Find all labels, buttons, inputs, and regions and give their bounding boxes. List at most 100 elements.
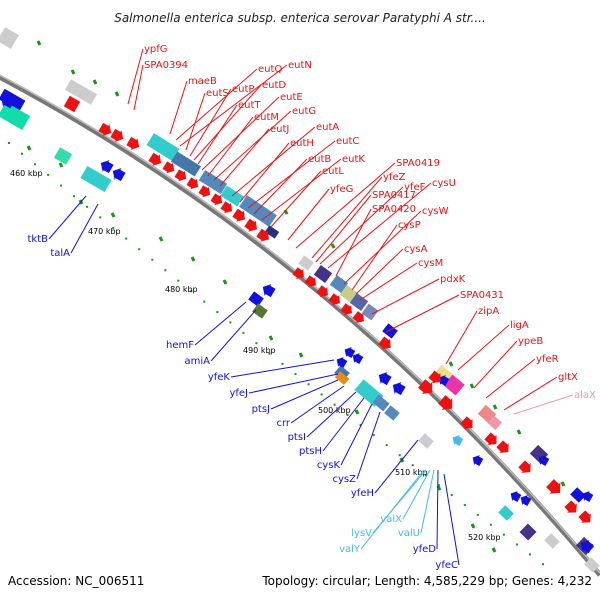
gene-label[interactable]: eutA [316, 122, 339, 133]
gene-arrows [0, 93, 594, 554]
gene-label[interactable]: ptsH [299, 446, 322, 457]
leader-line [210, 309, 257, 362]
gene-arrow [452, 435, 464, 446]
gene-label[interactable]: cysP [398, 220, 421, 231]
gene-label[interactable]: tktB [28, 234, 49, 245]
gene-label[interactable]: pdxK [440, 274, 466, 285]
gene-arrow [520, 495, 532, 506]
gene-label[interactable]: eutL [322, 166, 344, 177]
gene-arrow [110, 128, 124, 142]
ruler-dot [8, 142, 10, 144]
gene-label[interactable]: valY [339, 544, 361, 555]
gene-label[interactable]: gltX [558, 372, 578, 383]
gene-label[interactable]: yfeJ [229, 388, 248, 399]
feature-box [382, 323, 398, 339]
gene-label[interactable]: eutM [254, 112, 279, 123]
leader-line [343, 210, 422, 285]
gene-arrow [232, 208, 245, 222]
leader-line [270, 379, 339, 410]
gene-label[interactable]: eutN [288, 60, 312, 71]
leader-line [133, 64, 144, 111]
gene-label[interactable]: cysK [317, 460, 341, 471]
gene-label[interactable]: yfeC [435, 560, 458, 571]
gene-arrow [262, 284, 276, 298]
tick-label: 470 kbp [88, 227, 121, 236]
gene-label[interactable]: cysM [418, 258, 443, 269]
gene-label[interactable]: cysA [404, 244, 428, 255]
gene-label[interactable]: ypfG [144, 44, 168, 55]
gene-label[interactable]: yfeZ [383, 172, 406, 183]
accession-label: Accession: NC_006511 [8, 574, 144, 588]
gene-label[interactable]: hemF [166, 340, 194, 351]
gene-label[interactable]: eutH [290, 138, 314, 149]
gene-label[interactable]: eutS [206, 88, 229, 99]
ruler-dot [359, 424, 362, 426]
gene-label[interactable]: cysU [432, 178, 456, 189]
gene-label[interactable]: maeB [188, 76, 217, 87]
leader-line [485, 358, 536, 399]
gene-label[interactable]: crr [276, 418, 290, 429]
ruler-dot [294, 373, 297, 376]
gene-label[interactable]: lysV [351, 528, 372, 539]
gene-label[interactable]: eutT [238, 100, 261, 111]
gene-label[interactable]: eutG [292, 106, 316, 117]
feature-box [53, 147, 73, 165]
gene-label[interactable]: yfeR [536, 354, 559, 365]
gene-label[interactable]: SPA0420 [372, 204, 416, 215]
gene-arrow [186, 177, 199, 190]
gene-label[interactable]: eutP [232, 84, 254, 95]
feature-box [146, 133, 180, 161]
ruler-dots [8, 142, 544, 566]
gene-arrow [344, 347, 356, 358]
gene-label[interactable]: valX [380, 514, 402, 525]
gene-label[interactable]: eutQ [258, 64, 282, 75]
ruler-dot [112, 227, 115, 229]
feature-box [329, 275, 349, 293]
gene-label[interactable]: zipA [478, 306, 499, 317]
leader-line [315, 194, 372, 263]
leader-line [219, 128, 270, 187]
leader-line [420, 469, 435, 534]
gene-arrow [220, 201, 233, 214]
gene-label[interactable]: eutD [262, 80, 286, 91]
gene-arrow [582, 491, 594, 502]
gene-label[interactable]: valU [398, 528, 420, 539]
gene-label[interactable]: talA [50, 248, 70, 259]
feature-box [361, 303, 379, 321]
feature-box [313, 265, 333, 283]
gene-label[interactable]: SPA0419 [396, 158, 440, 169]
gene-label[interactable]: ptsJ [252, 404, 270, 415]
gene-label[interactable]: eutK [342, 154, 365, 165]
feature-box [252, 303, 268, 319]
leader-line [436, 469, 439, 550]
feature-box [519, 523, 537, 541]
gene-label[interactable]: yfeG [330, 184, 353, 195]
gene-label[interactable]: cysZ [333, 474, 357, 485]
gene-label[interactable]: yfeF [404, 182, 426, 193]
ruler-dot [203, 300, 206, 303]
gene-arrow [174, 169, 187, 182]
gene-label[interactable]: alaX [574, 390, 596, 401]
gene-label[interactable]: SPA0417 [372, 190, 416, 201]
gene-label[interactable]: yfeK [208, 372, 231, 383]
leader-line [287, 188, 330, 241]
gene-label[interactable]: ligA [510, 320, 529, 331]
gene-label[interactable]: eutJ [270, 124, 289, 135]
gene-label[interactable]: SPA0394 [144, 60, 188, 71]
gene-label[interactable]: yfeD [413, 544, 437, 555]
leader-line [356, 411, 381, 480]
gene-label[interactable]: yfeH [351, 488, 374, 499]
gene-label[interactable]: amiA [185, 356, 211, 367]
gene-arrow [244, 218, 257, 232]
gene-label[interactable]: eutB [308, 154, 331, 165]
tick-label: 510 kbp [395, 468, 428, 477]
gene-label[interactable]: cysW [422, 206, 449, 217]
gene-label[interactable]: ypeB [518, 336, 543, 347]
ruler-dot [99, 216, 102, 219]
gene-label[interactable]: eutE [280, 92, 303, 103]
gene-label[interactable]: eutC [336, 136, 359, 147]
gene-arrow [428, 370, 441, 384]
gene-label[interactable]: SPA0431 [460, 290, 504, 301]
feature-box [264, 225, 280, 239]
gene-label[interactable]: ptsI [288, 432, 306, 443]
